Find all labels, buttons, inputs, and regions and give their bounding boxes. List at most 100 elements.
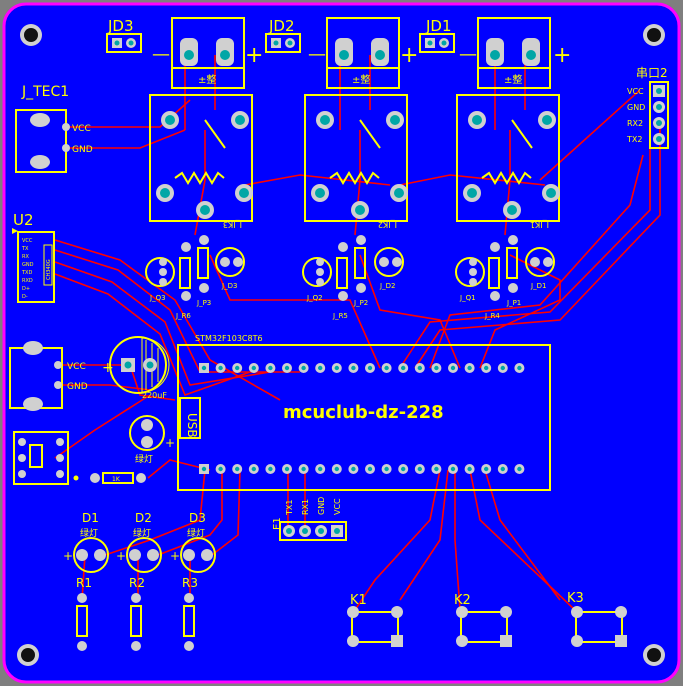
mcu-pin-hole [401,466,406,472]
mcu-pin-hole [318,466,323,472]
capacitor-220uf: + 220uF [102,336,170,400]
svg-text:RX: RX [22,254,29,260]
svg-text:U2: U2 [13,211,34,229]
terminal-block-1: ±整 — + [459,17,571,89]
svg-text:STM32F103C8T6: STM32F103C8T6 [195,334,263,343]
resistor-r3: R3 [182,576,198,651]
svg-text:J_Q1: J_Q1 [459,294,476,302]
svg-text:VCC: VCC [67,362,86,372]
mcu-pin-hole [500,365,505,371]
svg-text:串口2: 串口2 [636,66,668,80]
header-j-tec1: J_TEC1 VCC GND [15,84,93,173]
svg-text:VCC: VCC [22,238,33,244]
led-indicator: 绿灯 + [129,415,175,465]
header-power: VCC GND [9,341,88,411]
key-k3: K3 [567,591,627,647]
minus-sign: — [152,44,170,65]
svg-text:J_D1: J_D1 [530,282,546,290]
svg-text:+: + [553,43,571,68]
mcu-pin-hole [500,466,505,472]
mcu-pin-hole [284,466,290,472]
svg-text:1K: 1K [112,476,121,483]
mcu-pin-hole [467,466,472,472]
svg-text:K2: K2 [454,593,471,608]
mcu-pin-hole [218,466,223,472]
svg-text:RXD: RXD [22,278,33,284]
mcu-pin-hole [334,466,339,472]
svg-text:K3: K3 [567,591,584,606]
svg-text:R3: R3 [182,576,198,590]
svg-text:+: + [400,43,418,68]
svg-text:±整: ±整 [352,73,370,86]
svg-text:J_JK3: J_JK3 [223,220,243,229]
usb-label: USB [185,413,199,438]
svg-text:E1: E1 [272,517,283,530]
mcu-pin-hole [351,466,356,472]
terminal-block-3: ±整 — + [152,17,263,89]
board-title: mcuclub-dz-228 [283,402,444,423]
mcu-pin-hole [384,365,389,371]
svg-text:GND: GND [627,103,645,112]
svg-text:J_JK2: J_JK2 [378,220,398,229]
svg-text:D1: D1 [82,511,99,525]
svg-text:VCC: VCC [72,124,91,134]
module-u2: U2 VCC TX RX GND TXD RXD D+ D- CH340G [12,211,55,303]
svg-text:+: + [170,549,180,563]
header-e1: E1 TX1 RX1 GND VCC [272,497,347,541]
mounting-holes [17,24,665,666]
mcu-pin-hole [301,365,306,371]
svg-text:VCC: VCC [627,87,644,96]
svg-text:GND: GND [22,262,34,268]
svg-text:J_Q3: J_Q3 [149,294,166,302]
svg-text:CH340G: CH340G [46,259,52,280]
mcu-pin-hole [434,365,439,371]
svg-text:J_Q2: J_Q2 [306,294,323,302]
jumper-jd3: JD3 [106,17,142,53]
svg-text:GND: GND [317,497,326,515]
mcu-pin-hole [201,466,207,472]
relay-jk1: J_JK1 [456,94,560,229]
mcu-pin-hole [434,466,439,472]
svg-text:TXD: TXD [21,270,32,276]
driver-2: J_Q2 J_P2 J_R5 J_D2 [302,235,404,320]
svg-text:J_JK1: J_JK1 [530,220,550,229]
mcu-pin-hole [417,365,422,371]
svg-text:—: — [308,44,326,65]
svg-text:K1: K1 [350,593,367,608]
mcu-pin-hole [318,365,323,371]
mcu-pin-hole [218,365,223,371]
svg-text:+: + [165,436,175,450]
mcu-pin-hole [467,365,472,371]
jumper-jd2: JD2 [265,17,301,53]
svg-text:J_R6: J_R6 [175,312,191,320]
svg-text:D-: D- [22,294,28,300]
mcu-pin-hole [201,365,207,371]
svg-text:绿灯: 绿灯 [133,527,151,539]
mcu-module: STM32F103C8T6 USB mcuclub-dz-228 [177,334,551,491]
svg-text:—: — [459,44,477,65]
relay-jk3: J_JK3 [149,94,253,229]
svg-text:TX2: TX2 [626,135,642,144]
key-k1: K1 [347,593,403,647]
resistor-1k: 1K [73,472,146,484]
led-d3: D3 绿灯 + [170,511,216,573]
mcu-pin-hole [367,466,373,472]
svg-text:绿灯: 绿灯 [187,527,205,539]
resistor-r2: R2 [129,576,145,651]
svg-text:J_D2: J_D2 [379,282,395,290]
svg-text:D2: D2 [135,511,152,525]
svg-text:TX1: TX1 [285,500,294,516]
svg-text:J_P1: J_P1 [506,299,521,307]
mcu-pin-hole [251,365,256,371]
svg-text:RX1: RX1 [301,499,310,515]
jd3-label: JD3 [107,17,134,35]
svg-text:+: + [102,360,114,376]
svg-text:R1: R1 [76,576,92,590]
relay-jk2: J_JK2 [304,94,408,229]
svg-text:J_P3: J_P3 [196,299,211,307]
driver-3: J_Q3 J_P3 J_R6 J_D3 [145,235,245,320]
mcu-pin-hole [384,466,389,472]
